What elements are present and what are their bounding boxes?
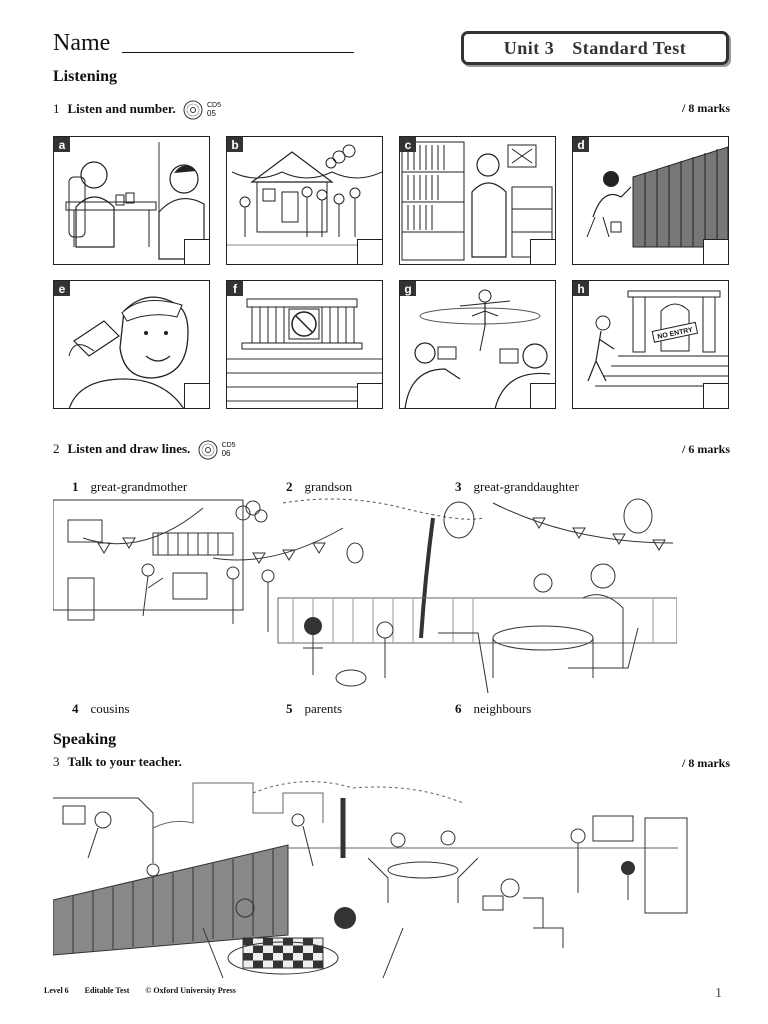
picture-e: e	[53, 280, 210, 409]
picture-letter: h	[573, 281, 589, 296]
garden-party-illustration	[52, 498, 678, 694]
page-number: 1	[715, 986, 722, 1001]
picture-c: c	[399, 136, 556, 265]
q3-marks: / 8 marks	[682, 756, 730, 770]
answer-box-d[interactable]	[703, 239, 728, 264]
answer-box-a[interactable]	[184, 239, 209, 264]
library-illustration	[401, 141, 553, 261]
cd-icon: CD5 06	[198, 440, 236, 460]
unit-number: Unit 3	[503, 37, 555, 58]
picture-letter: b	[227, 137, 243, 152]
cd-icon: CD5 05	[183, 100, 221, 120]
answer-box-f[interactable]	[357, 383, 382, 408]
q2-track-label: 06	[221, 449, 231, 458]
listening-heading: Listening	[53, 68, 118, 85]
picture-letter: d	[573, 137, 589, 152]
q2-number: 2	[53, 440, 60, 456]
test-title: Standard Test	[572, 37, 687, 58]
footer-editable: Editable Test	[84, 986, 130, 995]
q3-instruction-row: 3 Talk to your teacher.	[53, 754, 182, 770]
picture-h: NO ENTRY h	[572, 280, 729, 409]
q2-instruction: Listen and draw lines.	[67, 440, 191, 456]
q1-number: 1	[53, 100, 60, 116]
answer-box-b[interactable]	[357, 239, 382, 264]
picture-a: a	[53, 136, 210, 265]
footer: Level 6 Editable Test © Oxford Universit…	[44, 986, 236, 995]
picture-g: g	[399, 280, 556, 409]
picture-b: b	[226, 136, 383, 265]
picture-letter: e	[54, 281, 70, 296]
picture-d: d	[572, 136, 729, 265]
answer-box-g[interactable]	[530, 383, 555, 408]
ballet-show-illustration	[404, 289, 551, 408]
card-players-illustration	[65, 142, 205, 260]
speaking-heading: Speaking	[53, 731, 117, 748]
q3-instruction: Talk to your teacher.	[67, 754, 182, 769]
answer-box-h[interactable]	[703, 383, 728, 408]
unit-title-box: Unit 3 Standard Test	[461, 31, 729, 65]
picture-letter: g	[400, 281, 416, 296]
picture-letter: a	[54, 137, 70, 152]
name-line[interactable]	[122, 52, 354, 53]
q2-instruction-row: 2 Listen and draw lines. CD5 06	[53, 440, 236, 460]
q2-cd-label: CD5	[221, 442, 236, 449]
q1-instruction-row: 1 Listen and number. CD5 05	[53, 100, 221, 120]
picture-f: f	[226, 280, 383, 409]
garden-party-scene	[52, 498, 678, 698]
q2-marks: / 6 marks	[682, 442, 730, 456]
footer-level: Level 6	[44, 986, 69, 995]
picture-letter: c	[400, 137, 416, 152]
q1-track-label: 05	[207, 109, 216, 118]
q3-number: 3	[53, 754, 60, 769]
q1-cd-label: CD5	[207, 102, 222, 109]
q1-marks: / 8 marks	[682, 101, 730, 115]
neighbourhood-scene	[52, 778, 698, 980]
q1-instruction: Listen and number.	[67, 100, 176, 116]
no-running-balcony-illustration	[227, 298, 382, 402]
name-label: Name	[53, 30, 111, 56]
answer-box-c[interactable]	[530, 239, 555, 264]
answer-box-e[interactable]	[184, 383, 209, 408]
boy-eating-cake-illustration	[68, 296, 189, 408]
picture-letter: f	[227, 281, 243, 296]
footer-copyright: © Oxford University Press	[145, 986, 236, 995]
neighbourhood-illustration	[52, 781, 688, 979]
painting-fence-illustration	[586, 146, 728, 248]
